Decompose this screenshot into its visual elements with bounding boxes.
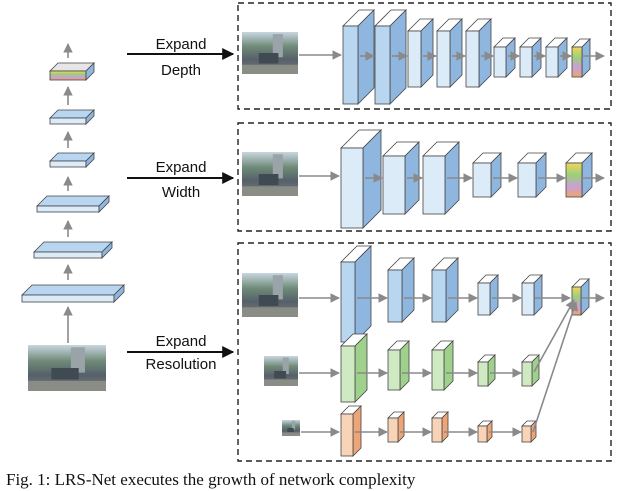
expand-depth-label-2: Depth <box>161 62 201 79</box>
expand-resolution-label-1: Expand <box>156 333 207 350</box>
width-block-4 <box>517 152 547 198</box>
res-row1-block-1 <box>387 257 415 323</box>
expand-width-label-2: Width <box>162 184 200 201</box>
expand-resolution-label-2: Resolution <box>146 356 217 373</box>
left-slab-1 <box>33 241 113 259</box>
res-row3-block-0 <box>340 405 362 457</box>
expand-depth-label-1: Expand <box>156 36 207 53</box>
res-input-photo-medium <box>264 356 298 386</box>
width-block-5 <box>565 152 593 198</box>
res-row1-block-4 <box>521 274 543 316</box>
depth-block-0 <box>342 9 375 105</box>
res-input-photo-small <box>282 420 300 436</box>
depth-block-8 <box>571 38 591 78</box>
res-row3-block-1 <box>387 411 405 443</box>
width-block-1 <box>382 141 420 215</box>
res-fuse-arrow-low <box>532 301 578 433</box>
res-row2-block-1 <box>387 340 410 391</box>
res-row2-block-0 <box>340 333 368 403</box>
figure-caption: Fig. 1: LRS-Net executes the growth of n… <box>6 470 416 489</box>
left-slab-3 <box>49 152 95 168</box>
depth-block-1 <box>374 9 407 105</box>
panel-contents <box>242 9 605 457</box>
expand-depth-panel <box>237 2 612 110</box>
left-slab-5 <box>49 62 95 81</box>
left-network-stack <box>21 62 125 391</box>
left-slab-2 <box>36 195 110 213</box>
depth-block-7 <box>545 37 568 78</box>
res-row1-block-2 <box>431 257 459 323</box>
res-row3-block-2 <box>431 411 449 443</box>
left-slab-4 <box>49 109 95 125</box>
width-input-photo <box>242 152 298 196</box>
expand-width-label-1: Expand <box>156 159 207 176</box>
width-block-3 <box>472 152 502 198</box>
depth-block-6 <box>519 37 542 78</box>
depth-input-photo <box>242 32 298 74</box>
res-row1-block-5 <box>571 278 590 316</box>
left-slab-0 <box>21 284 125 303</box>
depth-block-5 <box>493 37 516 78</box>
depth-block-2 <box>407 18 434 88</box>
width-block-0 <box>340 129 382 229</box>
res-row2-block-2 <box>431 340 454 391</box>
res-row1-block-3 <box>477 274 499 316</box>
res-row2-block-3 <box>477 354 496 387</box>
res-input-photo-large <box>242 273 298 317</box>
depth-block-3 <box>436 18 463 88</box>
left-input-photo <box>28 345 106 391</box>
res-row2-block-4 <box>521 354 540 387</box>
res-row1-block-0 <box>340 245 372 343</box>
depth-block-4 <box>465 18 492 88</box>
res-fuse-arrow-mid <box>533 299 575 373</box>
expand-resolution-panel <box>237 242 612 462</box>
